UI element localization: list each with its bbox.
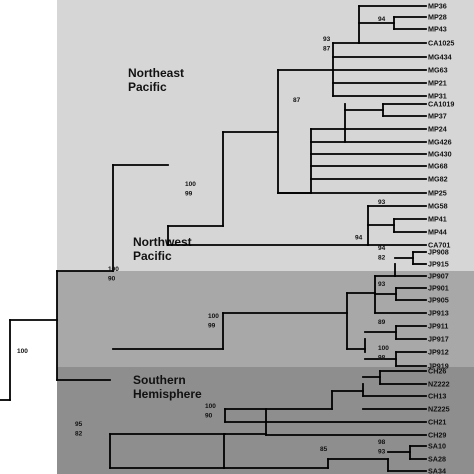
support-value-below: 94 xyxy=(355,235,363,242)
support-value-above: 95 xyxy=(75,421,83,428)
support-value-above: 100 xyxy=(208,313,219,320)
tip-label: JP913 xyxy=(428,309,449,318)
support-value-above: 93 xyxy=(323,36,331,43)
support-value-above: 94 xyxy=(378,16,386,23)
tip-label: JP901 xyxy=(428,284,449,293)
support-value-above: 100 xyxy=(17,348,28,355)
region-label-northeast-line2: Pacific xyxy=(128,80,167,94)
tip-label: JP919 xyxy=(428,362,449,371)
tip-label: CA1019 xyxy=(428,100,454,109)
support-value-above: 94 xyxy=(378,245,386,252)
tip-label: JP917 xyxy=(428,335,449,344)
tip-label: CA1025 xyxy=(428,39,454,48)
tip-label: JP911 xyxy=(428,322,448,331)
tip-label: MG430 xyxy=(428,150,452,159)
support-value-above: 85 xyxy=(320,446,328,453)
support-value-above: 93 xyxy=(378,199,386,206)
tip-label: JP908 xyxy=(428,248,449,257)
support-value-above: 89 xyxy=(378,319,386,326)
tip-label: MG63 xyxy=(428,66,448,75)
support-value-below: 93 xyxy=(378,449,386,456)
support-value-above: 93 xyxy=(378,281,386,288)
support-value-above: 100 xyxy=(108,266,119,273)
support-value-below: 90 xyxy=(205,413,213,420)
tip-label: MP36 xyxy=(428,2,447,11)
support-values: 94 93 87 87 93 94 100 99 94 82 93 89 100 98 100 99 100 90… xyxy=(17,16,389,456)
tip-label: MP25 xyxy=(428,189,447,198)
tip-label: MG82 xyxy=(428,175,448,184)
tip-label: MG434 xyxy=(428,53,452,62)
tip-label: MP24 xyxy=(428,125,447,134)
tip-label: MP43 xyxy=(428,25,447,34)
support-value-above: 87 xyxy=(293,97,301,104)
tip-label: SA28 xyxy=(428,455,446,464)
region-label-southern-line2: Hemisphere xyxy=(133,387,202,401)
tip-label: JP912 xyxy=(428,348,449,357)
northwest-pacific-region xyxy=(57,271,474,367)
support-value-below: 82 xyxy=(378,255,386,262)
support-value-below: 98 xyxy=(378,355,386,362)
region-label-southern: Southern xyxy=(133,373,186,387)
tip-label: CH26 xyxy=(428,367,446,376)
support-value-below: 82 xyxy=(75,431,83,438)
tree-branches xyxy=(0,5,427,472)
tip-label: NZ222 xyxy=(428,380,450,389)
tip-labels: MP36MP28MP43CA1025MG434MG63MP21MP31CA101… xyxy=(428,2,454,474)
tip-label: JP915 xyxy=(428,260,449,269)
tip-label: SA10 xyxy=(428,442,446,451)
tip-label: CH13 xyxy=(428,392,446,401)
support-value-below: 99 xyxy=(208,323,216,330)
tip-label: CH21 xyxy=(428,418,446,427)
tip-label: MP37 xyxy=(428,112,447,121)
tip-label: SA34 xyxy=(428,467,446,474)
tip-label: MG68 xyxy=(428,162,448,171)
tip-label: MG426 xyxy=(428,138,452,147)
support-value-above: 100 xyxy=(185,181,196,188)
tip-label: MG58 xyxy=(428,202,448,211)
support-value-below: 87 xyxy=(323,46,331,53)
tip-label: JP905 xyxy=(428,296,449,305)
region-label-northwest-line2: Pacific xyxy=(133,249,172,263)
tip-label: JP907 xyxy=(428,272,449,281)
tip-label: MP21 xyxy=(428,79,447,88)
region-label-northwest: Northwest xyxy=(133,235,192,249)
tip-label: CA701 xyxy=(428,241,450,250)
northeast-pacific-region xyxy=(57,0,474,271)
support-value-below: 90 xyxy=(108,276,116,283)
tip-label: MP31 xyxy=(428,92,447,101)
tip-label: MP41 xyxy=(428,215,447,224)
support-value-above: 100 xyxy=(378,345,389,352)
tip-label: MP44 xyxy=(428,228,447,237)
tip-label: CH29 xyxy=(428,431,446,440)
support-value-above: 98 xyxy=(378,439,386,446)
tip-label: NZ225 xyxy=(428,405,450,414)
support-value-below: 99 xyxy=(185,191,193,198)
tip-label: MP28 xyxy=(428,13,447,22)
region-label-northeast: Northeast xyxy=(128,66,184,80)
support-value-above: 100 xyxy=(205,403,216,410)
